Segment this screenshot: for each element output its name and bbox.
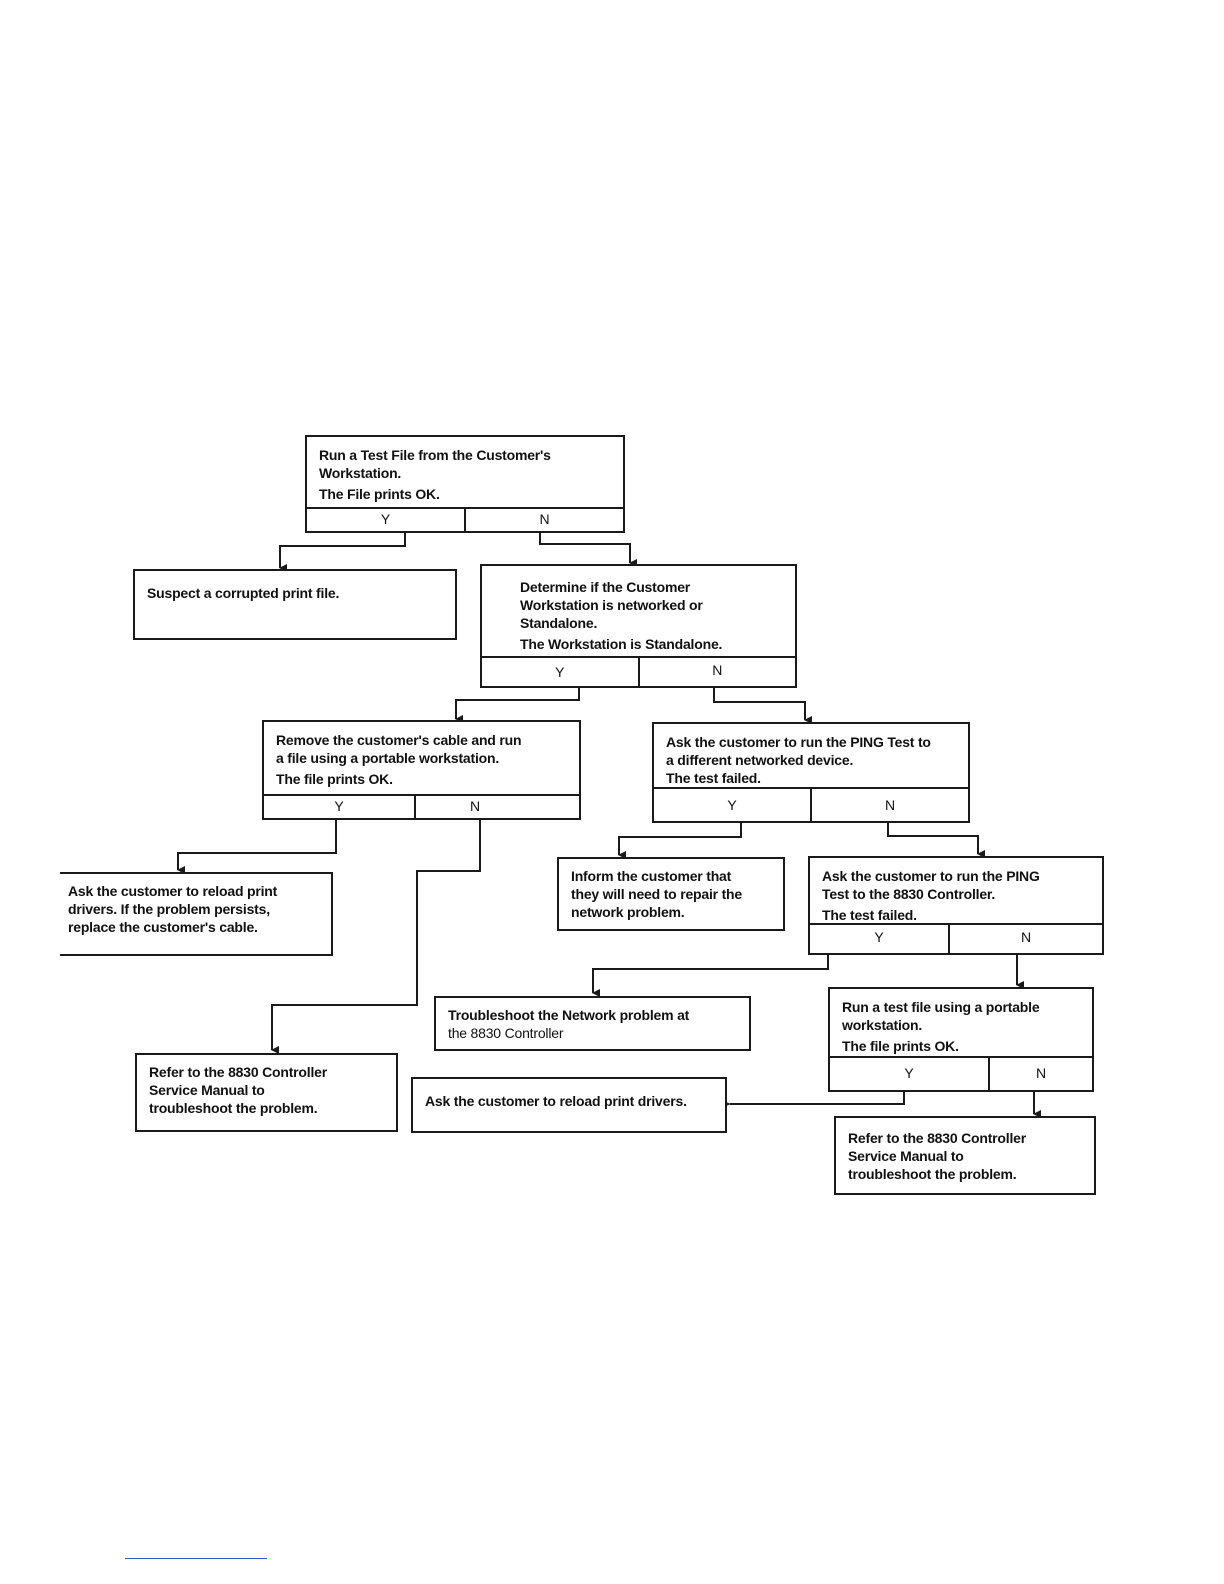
connector-n3-no [271, 820, 481, 1054]
action-text: network problem. [571, 904, 685, 920]
action-text: Refer to the 8830 Controller [149, 1064, 327, 1080]
node-text: Run a Test File from the Customer's [319, 447, 551, 463]
action-text: drivers. If the problem persists, [68, 901, 270, 917]
no-label: N [1020, 929, 1032, 945]
action-troubleshoot-network: Troubleshoot the Network problem at the … [434, 996, 751, 1051]
node-condition: The File prints OK. [319, 486, 440, 502]
action-reload-print-drivers: Ask the customer to reload print drivers… [411, 1077, 727, 1133]
no-label: N [539, 511, 550, 527]
no-label: N [712, 662, 723, 678]
action-text: Troubleshoot the Network problem at [448, 1007, 690, 1023]
yes-label: Y [654, 789, 812, 821]
action-text: troubleshoot the problem. [848, 1166, 1017, 1182]
decision-ping-8830-controller: Ask the customer to run the PING Test to… [808, 856, 1104, 955]
action-inform-repair-network: Inform the customer that they will need … [557, 857, 785, 931]
connector-n2-no [713, 687, 812, 724]
connector-n2-yes [455, 687, 580, 723]
node-text: Standalone. [520, 615, 598, 631]
node-condition: The file prints OK. [842, 1038, 959, 1054]
yes-no-bar: Y N [654, 787, 968, 821]
action-reload-drivers-replace-cable: Ask the customer to reload print drivers… [60, 872, 333, 956]
node-text: Workstation. [319, 465, 402, 481]
yes-label: Y [307, 509, 466, 531]
node-condition: The Workstation is Standalone. [520, 636, 723, 652]
node-text: Determine if the Customer [520, 579, 691, 595]
action-refer-service-manual-left: Refer to the 8830 Controller Service Man… [135, 1053, 398, 1132]
decision-portable-test-file: Run a test file using a portable worksta… [828, 987, 1094, 1092]
yes-no-bar: Y N [810, 923, 1102, 953]
action-text: the 8830 Controller [448, 1025, 564, 1041]
action-text: Inform the customer that [571, 868, 732, 884]
decision-workstation-standalone: Determine if the Customer Workstation is… [480, 564, 797, 688]
node-text: a different networked device. [666, 752, 854, 768]
no-label: N [470, 798, 481, 814]
decision-ping-networked-device: Ask the customer to run the PING Test to… [652, 722, 970, 823]
action-text: they will need to repair the [571, 886, 742, 902]
action-text: Ask the customer to reload print drivers… [425, 1093, 687, 1109]
connector-n6-yes [721, 1092, 905, 1108]
node-text: a file using a portable workstation. [276, 750, 500, 766]
no-label: N [1035, 1065, 1047, 1081]
node-condition: The file prints OK. [276, 771, 393, 787]
decision-run-test-file: Run a Test File from the Customer's Work… [305, 435, 625, 533]
connector-n5-yes [592, 955, 829, 997]
action-text: troubleshoot the problem. [149, 1100, 318, 1116]
decision-portable-workstation-test: Remove the customer's cable and run a fi… [262, 720, 581, 820]
node-text: workstation. [842, 1017, 923, 1033]
node-text: Workstation is networked or [520, 597, 703, 613]
yes-no-bar: Y N [307, 507, 623, 531]
yes-no-bar: Y N [264, 794, 579, 818]
connector-n3-yes [177, 820, 337, 874]
yes-no-bar: Y N [830, 1056, 1092, 1090]
yes-label: Y [482, 658, 640, 686]
node-text: Test to the 8830 Controller. [822, 886, 996, 902]
node-text: Run a test file using a portable [842, 999, 1040, 1015]
action-text: Ask the customer to reload print [68, 883, 278, 899]
action-suspect-corrupted: Suspect a corrupted print file. [133, 569, 457, 640]
connector-n4-yes [618, 823, 742, 859]
connector-n4-no [887, 823, 985, 858]
yes-label: Y [264, 796, 416, 818]
action-text: Service Manual to [848, 1148, 964, 1164]
no-label: N [884, 797, 896, 813]
yes-label: Y [830, 1058, 990, 1090]
action-text: Service Manual to [149, 1082, 265, 1098]
yes-label: Y [810, 925, 950, 953]
node-condition: The test failed. [666, 770, 761, 786]
node-text: Ask the customer to run the PING Test to [666, 734, 931, 750]
action-text: replace the customer's cable. [68, 919, 258, 935]
node-text: Ask the customer to run the PING [822, 868, 1040, 884]
node-text: Remove the customer's cable and run [276, 732, 522, 748]
connector-n1-no [539, 532, 637, 567]
yes-no-bar: Y N [482, 656, 795, 686]
action-text: Suspect a corrupted print file. [147, 585, 340, 601]
action-refer-service-manual-right: Refer to the 8830 Controller Service Man… [834, 1116, 1096, 1195]
node-condition: The test failed. [822, 907, 917, 923]
footnote-rule [125, 1558, 267, 1559]
connector-n1-yes [279, 532, 406, 572]
action-text: Refer to the 8830 Controller [848, 1130, 1026, 1146]
